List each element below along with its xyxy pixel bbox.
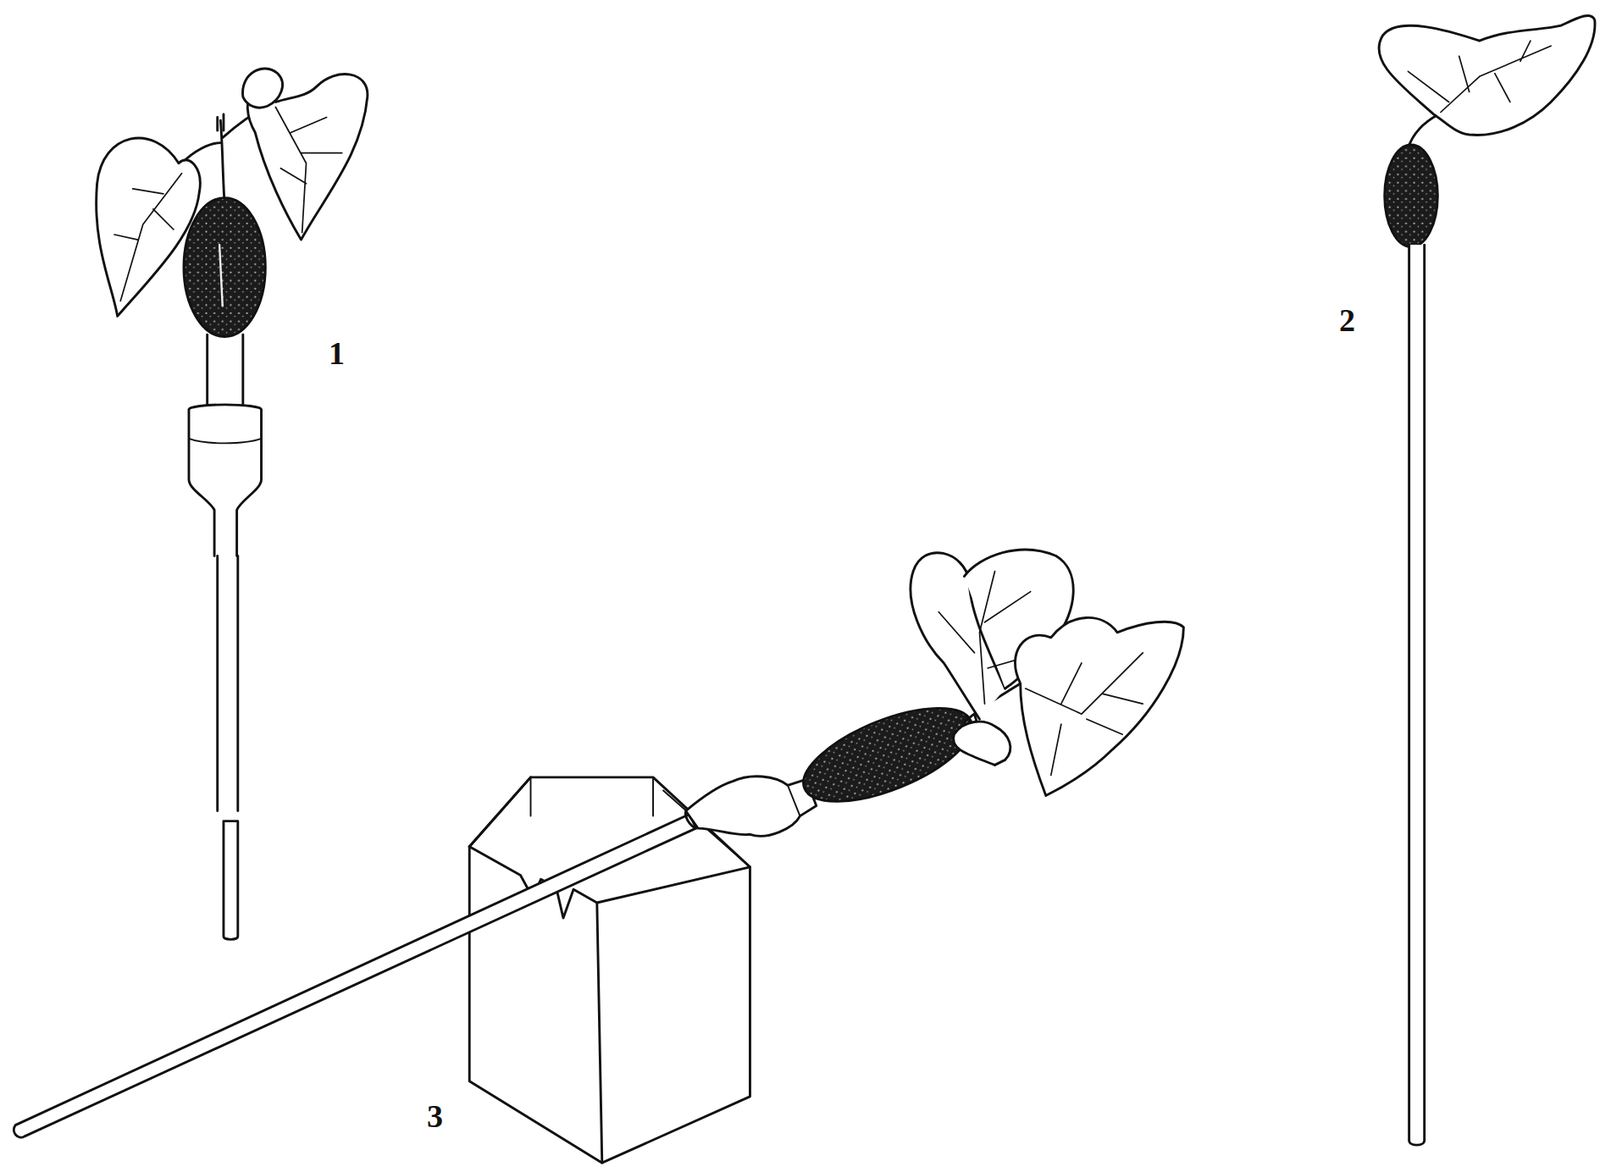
seedling-three-in-holder [13, 549, 1184, 1163]
seedling-two [1378, 15, 1595, 1146]
figure-number: 2 [1339, 304, 1356, 337]
figure-number: 3 [426, 1100, 443, 1133]
seedling-one [96, 68, 368, 940]
figure-number: 1 [328, 337, 345, 370]
